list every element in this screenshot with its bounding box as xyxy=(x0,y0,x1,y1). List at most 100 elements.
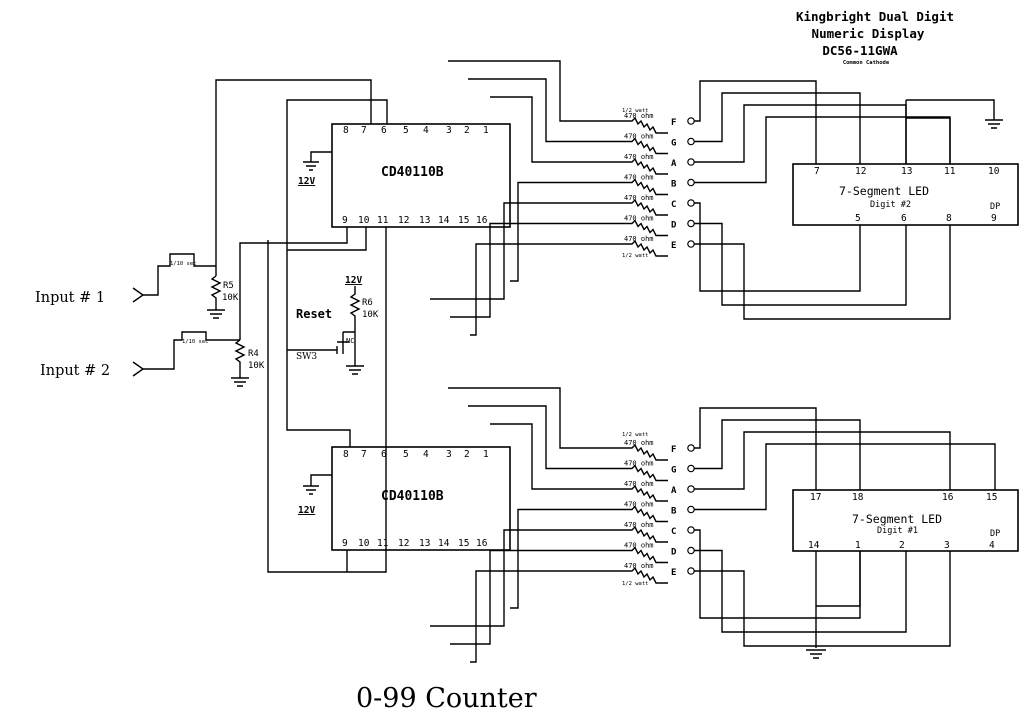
r5-value: 10K xyxy=(222,293,239,303)
resistor-label: 470 ohm xyxy=(624,235,654,243)
segment-terminal xyxy=(687,117,695,125)
counter-top-pin-15: 15 xyxy=(458,215,469,226)
display-bottom: 7-Segment LED Digit #1 DP 17 18 16 15 14… xyxy=(792,489,1019,552)
counter-top-pin-12: 12 xyxy=(398,215,409,226)
display-top-pin: 6 xyxy=(901,213,907,224)
segment-label-d: D xyxy=(671,221,677,231)
counter-bottom-pin-10: 10 xyxy=(358,538,370,549)
segment-label-f: F xyxy=(671,118,676,128)
resistor-label: 470 ohm xyxy=(624,542,654,550)
r6-value: 10K xyxy=(362,310,379,320)
input-1-label: Input # 1 xyxy=(35,290,105,306)
counter-bottom-pin-3: 3 xyxy=(446,449,452,460)
display-top-pin: 12 xyxy=(855,166,866,177)
counter-bottom-pin-14: 14 xyxy=(438,538,450,549)
counter-top-pin-16: 16 xyxy=(476,215,488,226)
reset-supply: 12V xyxy=(345,275,362,286)
ground-symbol xyxy=(231,377,249,387)
ground-symbol xyxy=(207,309,225,319)
segment-terminal xyxy=(687,567,695,575)
display-bottom-pin: 17 xyxy=(810,492,821,503)
display-bottom-dp: DP xyxy=(990,529,1000,539)
r6-name: R6 xyxy=(362,298,373,308)
r4-value: 10K xyxy=(248,361,265,371)
segment-label-c: C xyxy=(671,527,676,537)
counter-bottom-pin-1: 1 xyxy=(483,449,489,460)
reset-contact: NC xyxy=(346,337,354,345)
display-bottom-pin: 2 xyxy=(899,540,905,551)
resistor-label: 470 ohm xyxy=(624,133,654,141)
counter-top-supply: 12V xyxy=(298,176,315,187)
reset-switch-name: SW3 xyxy=(296,352,317,362)
counter-top-pin-8: 8 xyxy=(343,125,349,136)
counter-bottom-pin-5: 5 xyxy=(403,449,409,460)
ground-symbol xyxy=(985,119,1003,129)
ground-symbol xyxy=(303,485,319,495)
counter-bottom-pin-7: 7 xyxy=(361,449,367,460)
resistor-label: 470 ohm xyxy=(624,521,654,529)
segment-label-g: G xyxy=(671,139,676,149)
segment-label-e: E xyxy=(671,568,676,578)
counter-bottom-pin-9: 9 xyxy=(342,538,348,549)
display-top-digit: Digit #2 xyxy=(870,200,911,210)
reset-switch-sw3: 12V Reset R6 10K NC SW3 xyxy=(287,275,379,375)
resistor-label: 470 ohm xyxy=(624,153,654,161)
resistor-label: 470 ohm xyxy=(624,439,654,447)
counter-chip-bottom: CD40110B 8 7 6 5 4 3 2 1 9 10 11 12 13 1… xyxy=(331,446,511,551)
page-title: 0-99 Counter xyxy=(356,683,537,714)
segment-terminal xyxy=(687,240,695,248)
segment-terminal xyxy=(687,137,695,146)
segment-label-b: B xyxy=(671,180,677,190)
header-line-3: DC56-11GWA xyxy=(822,43,898,58)
display-top-title: 7-Segment LED xyxy=(839,184,929,198)
segment-terminal xyxy=(687,505,695,514)
resistor-label: 470 ohm xyxy=(624,460,654,468)
display-top-dp: DP xyxy=(990,202,1000,212)
counter-bottom-pin-12: 12 xyxy=(398,538,409,549)
counter-bottom-pin-15: 15 xyxy=(458,538,469,549)
counter-top-pin-4: 4 xyxy=(423,125,429,136)
display-bottom-pin: 4 xyxy=(989,540,995,551)
header-line-1: Kingbright Dual Digit xyxy=(796,9,954,24)
counter-top-pin-9: 9 xyxy=(342,215,348,226)
resistor-label: 470 ohm xyxy=(624,501,654,509)
resistor-r5: R5 10K xyxy=(207,275,239,319)
counter-top-pin-10: 10 xyxy=(358,215,370,226)
rating-label: 1/2 watt xyxy=(622,253,649,259)
segment-label-e: E xyxy=(671,241,676,251)
pulse-label: 1/10 sec xyxy=(182,339,209,345)
ground-symbol xyxy=(346,365,364,375)
r4-name: R4 xyxy=(248,349,259,359)
pulse-label: 1/10 sec xyxy=(170,261,197,267)
counter-top-pin-1: 1 xyxy=(483,125,489,136)
reset-label: Reset xyxy=(296,307,332,321)
r5-name: R5 xyxy=(223,281,234,291)
counter-top-pin-3: 3 xyxy=(446,125,452,136)
segment-terminal xyxy=(687,178,695,187)
resistor-label: 470 ohm xyxy=(624,215,654,223)
display-bottom-digit: Digit #1 xyxy=(877,526,918,536)
header-line-2: Numeric Display xyxy=(812,26,925,41)
display-bottom-pin: 14 xyxy=(808,540,820,551)
display-header: Kingbright Dual Digit Numeric Display DC… xyxy=(796,9,954,66)
display-top-pin: 10 xyxy=(988,166,1000,177)
segment-label-g: G xyxy=(671,466,676,476)
segment-terminal xyxy=(687,444,695,452)
display-bottom-pin: 15 xyxy=(986,492,997,503)
display-bottom-pin: 18 xyxy=(852,492,864,503)
resistor-label: 470 ohm xyxy=(624,174,654,182)
counter-bottom-pin-13: 13 xyxy=(419,538,430,549)
display-top-pin: 5 xyxy=(855,213,861,224)
segment-terminal xyxy=(687,485,695,493)
ground-symbol xyxy=(806,649,826,659)
display-bottom-pin: 3 xyxy=(944,540,950,551)
segment-label-b: B xyxy=(671,507,677,517)
display-bottom-title: 7-Segment LED xyxy=(852,512,942,526)
segment-label-c: C xyxy=(671,200,676,210)
display-top-pin: 8 xyxy=(946,213,952,224)
resistor-r4: R4 10K xyxy=(231,339,265,387)
counter-top-pin-5: 5 xyxy=(403,125,409,136)
input-2: Input # 2 1/10 sec xyxy=(40,331,240,379)
